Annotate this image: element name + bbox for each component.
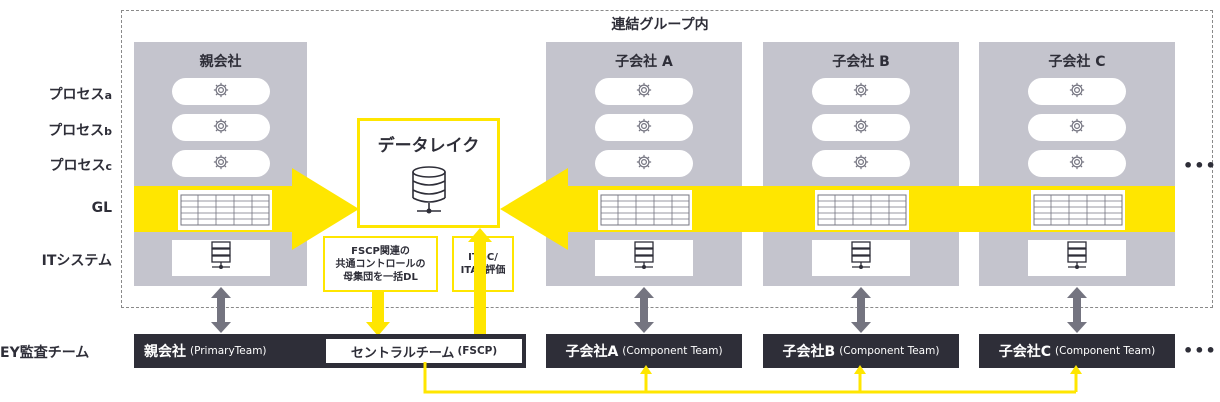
download-arrow-shaft [372,290,384,322]
server-icon [850,241,872,275]
process-pill [595,150,693,177]
upload-arrow-shaft [474,242,486,340]
subsidiary-b-gl-slot [763,186,959,234]
it-system-box [812,240,910,276]
ledger-icon [598,190,692,230]
subsidiary-c-gl-slot [979,186,1175,234]
row-label-process-c: プロセスc [0,155,112,175]
row-label-process-b: プロセスb [0,120,112,140]
row-label-main: プロセス [48,87,105,103]
team-type: (Component Team) [839,345,940,357]
row-label-it-system: ITシステム [41,253,112,269]
more-teams-ellipsis: ••• [1183,341,1217,360]
team-name: 親会社 [144,344,186,360]
gear-icon [635,153,653,175]
central-to-component-connectors [423,362,1082,394]
component-team-c-bar: 子会社C(Component Team) [979,334,1175,368]
column-title: 親会社 [199,54,242,70]
double-arrow-icon [634,287,654,333]
double-arrow-icon [1067,287,1087,333]
fscp-note-line: 共通コントロールの [335,258,426,270]
process-pill [595,78,693,105]
process-pill [171,114,270,141]
team-type: (Component Team) [622,345,723,357]
team-name: 子会社A [565,344,619,360]
more-entities-ellipsis: ••• [1183,156,1217,175]
datalake-title: データレイク [377,136,480,156]
ledger-icon [815,190,909,230]
gear-icon [852,153,870,175]
process-pill [171,150,270,177]
column-title: 子会社 C [1048,54,1106,70]
double-arrow-icon [210,287,231,333]
ledger-icon [178,190,272,230]
gear-icon [1068,153,1086,175]
gear-icon [635,117,653,139]
it-system-box [171,240,270,276]
central-team-name: セントラルチーム [350,345,455,361]
fscp-note-line: 母集団を一括DL [343,271,418,283]
server-icon [1066,241,1088,275]
team-name: 子会社B [782,344,836,360]
process-pill [171,78,270,105]
column-title: 子会社 A [615,54,673,70]
gear-icon [852,117,870,139]
ledger-icon [1031,190,1125,230]
process-pill [595,114,693,141]
team-type: (PrimaryTeam) [190,345,267,357]
process-pill [812,114,910,141]
column-title: 子会社 B [832,54,890,70]
process-pill [1028,114,1126,141]
datalake-box: データレイク [357,118,500,228]
central-team-type: (FSCP) [457,345,498,357]
row-label-main: プロセス [48,123,105,139]
gear-icon [212,117,230,139]
row-label-gl: GL [91,200,112,216]
server-icon [633,241,655,275]
it-system-box [595,240,693,276]
fscp-note: FSCP関連の 共通コントロールの 母集団を一括DL [323,236,438,292]
gear-icon [852,81,870,103]
team-type: (Component Team) [1055,345,1156,357]
component-team-b-bar: 子会社B(Component Team) [763,334,959,368]
gear-icon [1068,117,1086,139]
row-label-ey-team: EY監査チーム [0,345,90,361]
it-system-box [1028,240,1126,276]
team-name: 子会社C [998,344,1052,360]
gear-icon [212,81,230,103]
parent-gl-slot [134,186,307,234]
gear-icon [1068,81,1086,103]
gear-icon [212,153,230,175]
component-team-a-bar: 子会社A(Component Team) [546,334,742,368]
central-team-arrows [366,228,492,340]
row-label-sub: b [104,125,112,138]
consolidated-group-boundary [121,10,1213,308]
row-label-sub: c [105,160,112,173]
upload-arrow-head [468,228,492,242]
process-pill [1028,78,1126,105]
row-label-sub: a [104,89,112,102]
download-arrow-head [366,322,390,336]
row-label-process-a: プロセスa [0,84,112,104]
central-team-box: セントラルチーム(FSCP) [326,339,522,363]
process-pill [812,78,910,105]
process-pill [1028,150,1126,177]
database-icon [412,166,446,214]
group-label: 連結グループ内 [611,17,709,33]
process-pill [812,150,910,177]
row-label-main: プロセス [49,158,106,174]
gear-icon [635,81,653,103]
double-arrow-icon [851,287,871,333]
subsidiary-a-gl-slot [546,186,742,234]
server-icon [210,241,232,275]
fscp-note-line: FSCP関連の [351,245,410,257]
